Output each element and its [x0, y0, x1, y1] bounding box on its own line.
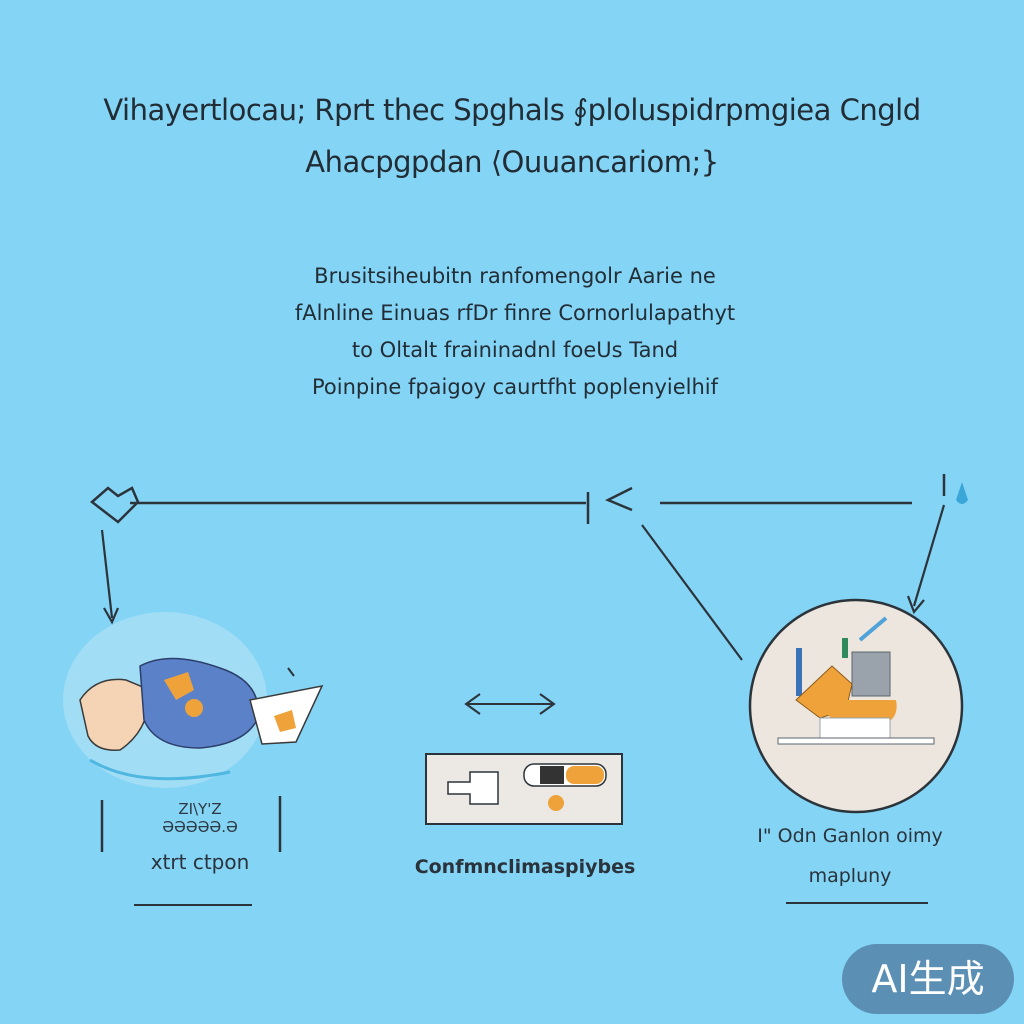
ai-generated-badge: AI生成 — [842, 944, 1014, 1014]
middle-caption: Confmnclimaspiybes — [414, 856, 636, 878]
description-line-4: Poinpine fpaigoy caurtfht poplenyielhif — [311, 375, 718, 399]
description-line-3: to Oltalt fraininadnl foeUs Tand — [351, 338, 679, 362]
left-caption-main: xtrt ctpon — [150, 850, 250, 874]
down-arrows — [100, 504, 946, 661]
title-line-2: Ahacpgpdan ⟨Ouuancariom;} — [305, 145, 719, 179]
heart-marker-icon — [90, 486, 140, 524]
arrow-left-icon — [604, 486, 633, 512]
patient-illustration — [63, 612, 324, 788]
clinic-illustration — [748, 598, 964, 814]
right-caption-line-2: mapluny — [808, 865, 892, 887]
left-caption-small-2: ƏƏƏƏƏ.Ə — [162, 818, 238, 836]
left-caption-frame — [100, 796, 282, 852]
double-arrow-icon — [464, 693, 556, 715]
device-panel — [425, 753, 623, 825]
right-caption-underline — [786, 902, 928, 904]
droplet-icon — [956, 482, 968, 504]
title-line-1: Vihayertlocau; Rprt thec Spghals ∮plolus… — [103, 93, 921, 127]
right-caption: I" Odn Ganlon oimy mapluny — [720, 816, 980, 896]
left-caption-small-1: ZI\Y'Z — [178, 800, 222, 818]
right-caption-line-1: I" Odn Ganlon oimy — [757, 825, 943, 847]
left-caption-underline — [134, 904, 252, 906]
description-line-1: Brusitsiheubitn ranfomengolr Aarie ne — [314, 264, 716, 288]
diagram-description: Brusitsiheubitn ranfomengolr Aarie ne fA… — [270, 258, 760, 406]
description-line-2: fAlnline Einuas rfDr finre Cornorlulapat… — [294, 301, 736, 325]
top-connector — [90, 474, 946, 524]
left-caption: ZI\Y'Z ƏƏƏƏƏ.Ə xtrt ctpon — [100, 800, 300, 874]
diagram-title: Vihayertlocau; Rprt thec Spghals ∮plolus… — [0, 84, 1024, 188]
